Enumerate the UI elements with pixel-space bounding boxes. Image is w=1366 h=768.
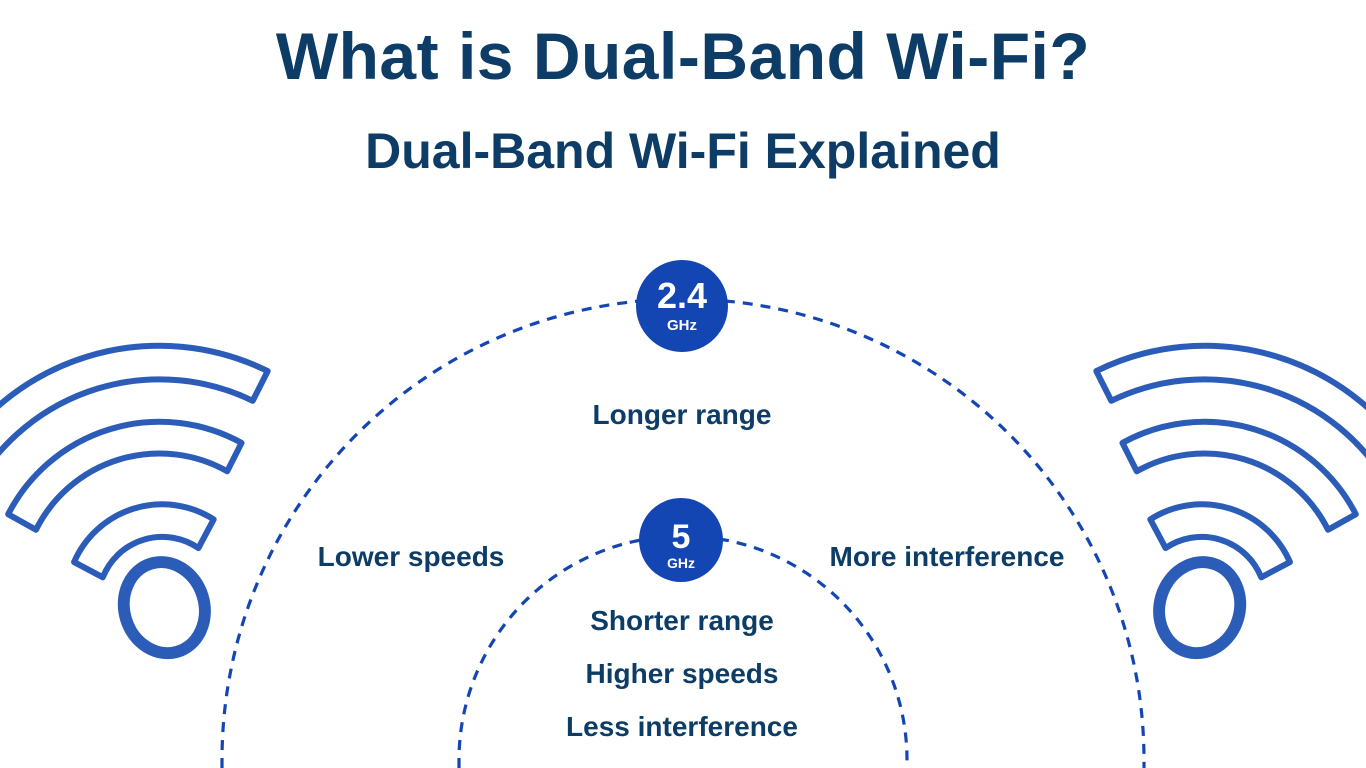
wifi-icon [1093, 342, 1366, 660]
inner-range-arc [457, 534, 909, 768]
band-badge-value: 2.4 [657, 275, 707, 316]
wifi-icon [0, 342, 271, 660]
main-title: What is Dual-Band Wi-Fi? [275, 19, 1091, 93]
outer-range-arc [220, 297, 1146, 768]
label-longer-range: Longer range [592, 399, 772, 430]
label-shorter-range: Shorter range [590, 605, 774, 636]
label-less-interference: Less interference [566, 711, 798, 742]
band-badge-value: 5 [672, 518, 691, 556]
label-higher-speeds: Higher speeds [585, 658, 779, 689]
label-lower-speeds: Lower speeds [317, 541, 505, 572]
band-badge-2-4ghz: 2.4 GHz [636, 260, 728, 352]
band-badge-5ghz: 5 GHz [639, 498, 723, 582]
band-badge-unit: GHz [667, 317, 697, 334]
sub-title: Dual-Band Wi-Fi Explained [365, 123, 1001, 179]
band-badge-unit: GHz [667, 555, 695, 571]
label-more-interference: More interference [829, 541, 1065, 572]
